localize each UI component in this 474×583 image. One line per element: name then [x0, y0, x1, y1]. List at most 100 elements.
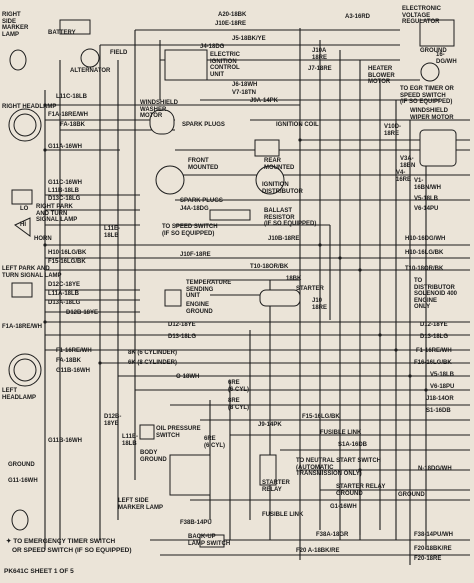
label-to-neutral: TO NEUTRAL START SWITCH (AUTOMATIC TRANS… — [296, 458, 381, 477]
label-d12r: D12-18YE — [420, 322, 448, 328]
label-right-park: RIGHT PARK AND TURN SIGNAL LAMP — [36, 204, 78, 223]
label-right-marker: RIGHT SIDE MARKER LAMP — [2, 12, 29, 38]
label-g1: G1-16WH — [330, 504, 357, 510]
label-ground-tr: GROUND — [420, 48, 447, 54]
label-f20-18: F20-18RE — [414, 556, 442, 562]
label-left-headlamp: LEFT HEADLAMP — [2, 388, 36, 401]
label-d13: D13-18LG — [168, 334, 197, 340]
label-18bk: 18BK — [286, 276, 302, 282]
label-v5r: V5-18LB — [430, 372, 455, 378]
label-g11b-top: G11B-16WH — [56, 368, 91, 374]
label-h10: H10-16LG/BK — [48, 250, 87, 256]
label-eic: ELECTRIC IGNITION CONTROL UNIT — [210, 52, 240, 78]
label-starter: STARTER — [296, 286, 324, 292]
label-left-marker: LEFT SIDE MARKER LAMP — [118, 498, 163, 511]
label-s51a: S1A-16DB — [338, 442, 368, 448]
label-evr: ELECTRONIC VOLTAGE REGULATOR — [402, 6, 441, 25]
label-j10f: J10F-18RE — [180, 252, 211, 258]
label-d13r: D13-18LG — [420, 334, 449, 340]
label-f15-low: F15-16LG/BK — [302, 414, 340, 420]
footnote-line-1: ✦ TO EMERGENCY TIMER SWITCH — [6, 538, 116, 545]
label-s6cyl: 6RE (6 CYL) — [204, 436, 225, 449]
label-horn: HORN — [34, 236, 52, 242]
label-v4-16: V4- 16RE — [396, 170, 412, 183]
footnote-line-2: OR SPEED SWITCH (IF SO EQUIPPED) — [12, 547, 132, 554]
label-body-ground: BODY GROUND — [140, 450, 167, 463]
label-d13a: D13A-18LG — [48, 300, 81, 306]
label-v6: V6-14PU — [414, 206, 439, 212]
label-ground-br: GROUND — [398, 492, 425, 498]
label-n18dg: N-18DG/WH — [418, 466, 452, 472]
label-f1-left: F1-16RE/WH — [56, 348, 92, 354]
label-starter-relay: STARTER RELAY — [262, 480, 290, 493]
label-hi: HI — [20, 222, 26, 228]
label-l11b: L11B-18LB — [48, 188, 80, 194]
label-to-egr: TO EGR TIMER OR SPEED SWITCH (IF SO EQUI… — [400, 86, 454, 105]
label-temp-unit: TEMPERATURE SENDING UNIT — [186, 280, 232, 299]
label-fusible: FUSIBLE LINK — [320, 430, 362, 436]
label-heater-blower: HEATER BLOWER MOTOR — [368, 66, 395, 85]
label-spark-plugs-mid: SPARK PLUGS — [180, 198, 223, 204]
label-spark-plugs-top: SPARK PLUGS — [182, 122, 225, 128]
label-g11a: G11A-16WH — [48, 144, 83, 150]
label-g11b: G11B-16WH — [48, 438, 83, 444]
label-j10e: J10E-18RE — [215, 21, 247, 27]
label-washer: WINDSHIELD WASHER MOTOR — [140, 100, 178, 119]
label-f38: F38-14PU/WH — [414, 532, 454, 538]
label-starter-relay-ground: STARTER RELAY GROUND — [336, 484, 386, 497]
label-fusible2: FUSIBLE LINK — [262, 512, 304, 518]
label-ground-low: GROUND — [8, 462, 35, 468]
label-j18: J18-14OR — [426, 396, 454, 402]
label-eng-ground: ENGINE GROUND — [186, 302, 213, 315]
label-fa-left: FA-18BK — [56, 358, 82, 364]
label-f38a: F38A-18GR — [316, 532, 349, 538]
label-cyl8: 8RE (8 CYL) — [228, 398, 249, 411]
label-j10b: J10B-18RE — [268, 236, 300, 242]
label-d13c: D13C-18LG — [48, 196, 81, 202]
label-a3: A3-16RD — [345, 14, 371, 20]
label-field: FIELD — [110, 50, 128, 56]
label-cyl6: 6RE (6 CYL) — [228, 380, 249, 393]
label-f16r: F16-16LG/BK — [414, 360, 452, 366]
label-j9: J9-14PK — [258, 422, 282, 428]
label-t10: T10-18OR/BK — [250, 264, 289, 270]
label-h10d: H10-16DG/WH — [405, 236, 446, 242]
label-ballast: BALLAST RESISTOR (IF SO EQUIPPED) — [264, 208, 317, 227]
label-to-speed-sw: TO SPEED SWITCH (IF SO EQUIPPED) — [162, 224, 218, 237]
label-t10r: T10-18OR/BK — [405, 266, 444, 272]
label-6cyl-bk: 8K (6 CYLINDER) — [128, 350, 178, 356]
label-g11-16: G11-16WH — [8, 478, 38, 484]
label-f1a-left: F1A-18RE/WH — [2, 324, 43, 330]
label-rear-mounted: REAR MOUNTED — [264, 158, 295, 171]
label-f15: F15-16LG/BK — [48, 259, 86, 265]
label-j7: J7-18RE — [308, 66, 332, 72]
label-d12c: D12C-18YE — [48, 282, 81, 288]
label-j10a: J10A 18RE — [312, 48, 328, 61]
label-l11a: L11A-18LB — [48, 291, 80, 297]
label-a20: A20-18BK — [218, 12, 247, 18]
label-j4a: J4A-18DG — [180, 206, 209, 212]
label-f38b: F38B-14PU — [180, 520, 212, 526]
label-v10d: V10D- 18RE — [384, 124, 402, 137]
label-v3a: V3A- 18BN — [400, 156, 416, 169]
label-j9a: J9A-14PK — [250, 98, 279, 104]
label-l11e: L11E- 18LB — [104, 226, 121, 239]
label-battery: BATTERY — [48, 30, 76, 36]
label-d12b-low: D12B- 18YE — [104, 414, 122, 427]
label-right-headlamp: RIGHT HEADLAMP — [2, 104, 57, 110]
label-v5: V5-18LB — [414, 196, 439, 202]
label-j6: J6-18WH — [232, 82, 258, 88]
label-d12b: D12B-18YE — [66, 310, 99, 316]
label-wiper-motor: WINDSHIELD WIPER MOTOR — [410, 108, 454, 121]
label-lo: LO — [20, 206, 29, 212]
label-left-park: LEFT PARK AND TURN SIGNAL LAMP — [2, 266, 62, 279]
label-oil-press: OIL PRESSURE SWITCH — [156, 426, 201, 439]
label-f20a: F20 A-18BK/RE — [296, 548, 340, 554]
label-v1: V1- 16BN/WH — [414, 178, 442, 191]
label-v6r: V6-18PU — [430, 384, 455, 390]
label-alternator: ALTERNATOR — [70, 68, 111, 74]
label-v7: V7-18TN — [232, 90, 257, 96]
label-g11c: G11C-16WH — [48, 180, 83, 186]
label-j10-12: J10 18RE — [312, 298, 328, 311]
